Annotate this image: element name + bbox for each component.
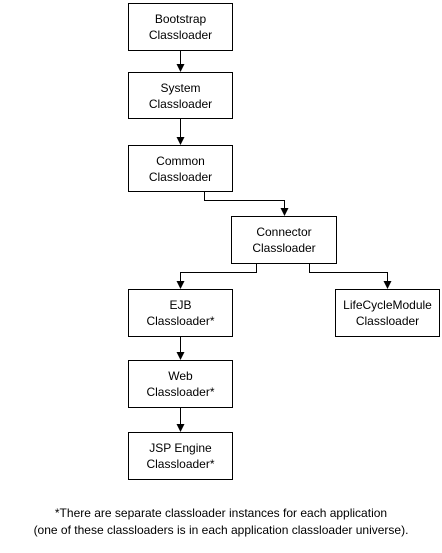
lifecyclemodule-classloader-label: LifeCycleModule Classloader: [343, 298, 432, 328]
footnote-line-1: *There are separate classloader instance…: [54, 506, 388, 520]
ejb-classloader-box: EJB Classloader*: [128, 289, 233, 337]
bootstrap-classloader-box: Bootstrap Classloader: [128, 3, 233, 51]
connector-classloader-box: Connector Classloader: [231, 216, 337, 264]
bootstrap-classloader-label: Bootstrap Classloader: [148, 12, 213, 42]
footnote: *There are separate classloader instance…: [0, 505, 442, 539]
connector-classloader-label: Connector Classloader: [252, 225, 316, 255]
common-classloader-box: Common Classloader: [128, 145, 233, 192]
edge-connector-lifecycle: [309, 264, 392, 289]
jsp-engine-classloader-label: JSP Engine Classloader*: [146, 441, 215, 471]
system-classloader-label: System Classloader: [148, 80, 213, 111]
edge-connector-ejb: [176, 264, 257, 289]
edge-common-connector: [204, 192, 289, 216]
jsp-engine-classloader-box: JSP Engine Classloader*: [128, 432, 233, 480]
ejb-classloader-label: EJB Classloader*: [146, 298, 215, 328]
web-classloader-box: Web Classloader*: [128, 360, 233, 408]
system-classloader-box: System Classloader: [128, 72, 233, 119]
lifecyclemodule-classloader-box: LifeCycleModule Classloader: [335, 289, 440, 337]
footnote-line-2: (one of these classloaders is in each ap…: [33, 523, 409, 537]
web-classloader-label: Web Classloader*: [146, 369, 215, 399]
common-classloader-label: Common Classloader: [148, 153, 213, 184]
